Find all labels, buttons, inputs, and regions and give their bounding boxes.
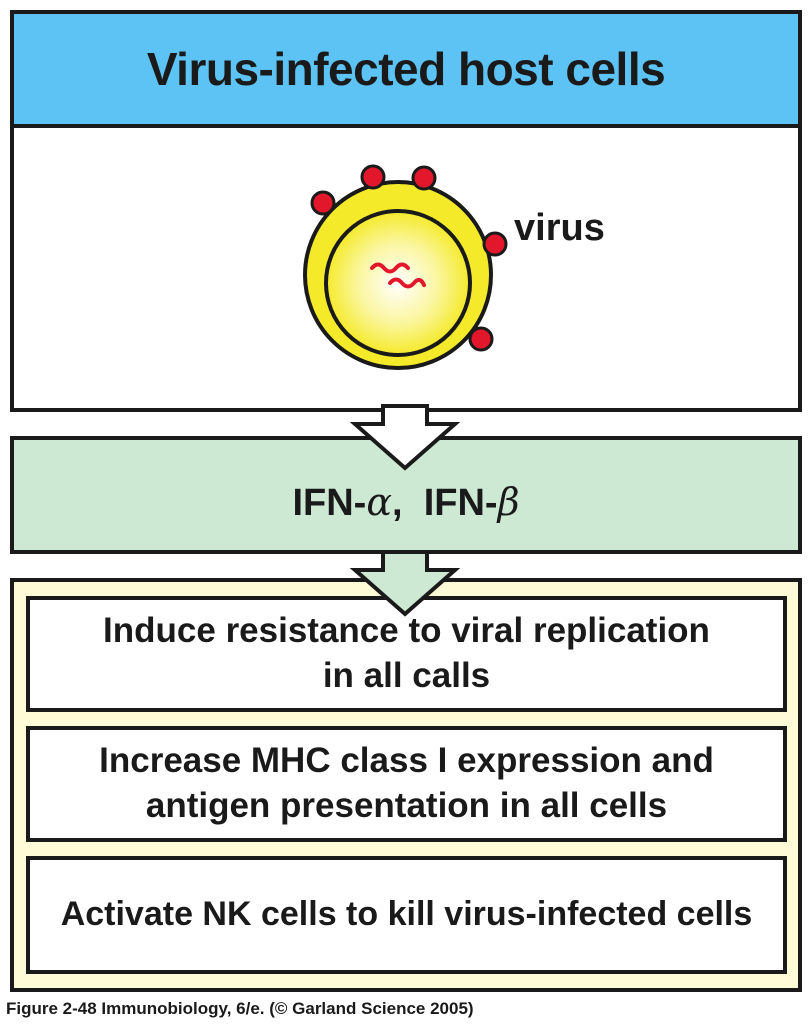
effect-box-nk-cells: Activate NK cells to kill virus-infected… <box>26 856 787 974</box>
virus-particle <box>482 231 508 257</box>
ifn-separator: , <box>392 481 403 524</box>
alpha-symbol: α <box>366 479 392 524</box>
header-banner: Virus-infected host cells <box>10 10 802 128</box>
interferon-band: IFN-α, IFN-β <box>10 436 802 554</box>
beta-symbol: β <box>497 479 520 524</box>
virus-particle <box>360 164 386 190</box>
header-title: Virus-infected host cells <box>146 43 666 95</box>
ifn-alpha-prefix: IFN- <box>292 481 367 524</box>
effect-text-line: Activate NK cells to kill virus-infected… <box>60 895 753 934</box>
ifn-beta-prefix: IFN- <box>423 481 498 524</box>
interferon-label: IFN-α, IFN-β <box>292 480 519 525</box>
infected-cell-illustration: virus <box>303 164 605 370</box>
virus-label: virus <box>514 207 605 249</box>
virus-particle <box>411 165 437 191</box>
effect-text-line: in all calls <box>322 656 491 695</box>
effect-box-resistance: Induce resistance to viral replication i… <box>26 596 787 712</box>
effect-text-line: Induce resistance to viral replication <box>103 611 710 651</box>
effect-text-line: Increase MHC class I expression and <box>99 741 714 781</box>
viral-genome-icon <box>370 262 410 274</box>
effect-box-mhc: Increase MHC class I expression and anti… <box>26 726 787 842</box>
virus-particle <box>468 326 494 352</box>
figure-caption: Figure 2-48 Immunobiology, 6/e. (© Garla… <box>6 999 474 1018</box>
effect-text-line: antigen presentation in all cells <box>145 786 668 825</box>
cell-nucleus <box>324 209 472 357</box>
virus-particle <box>310 190 336 216</box>
viral-genome-icon <box>388 277 426 289</box>
